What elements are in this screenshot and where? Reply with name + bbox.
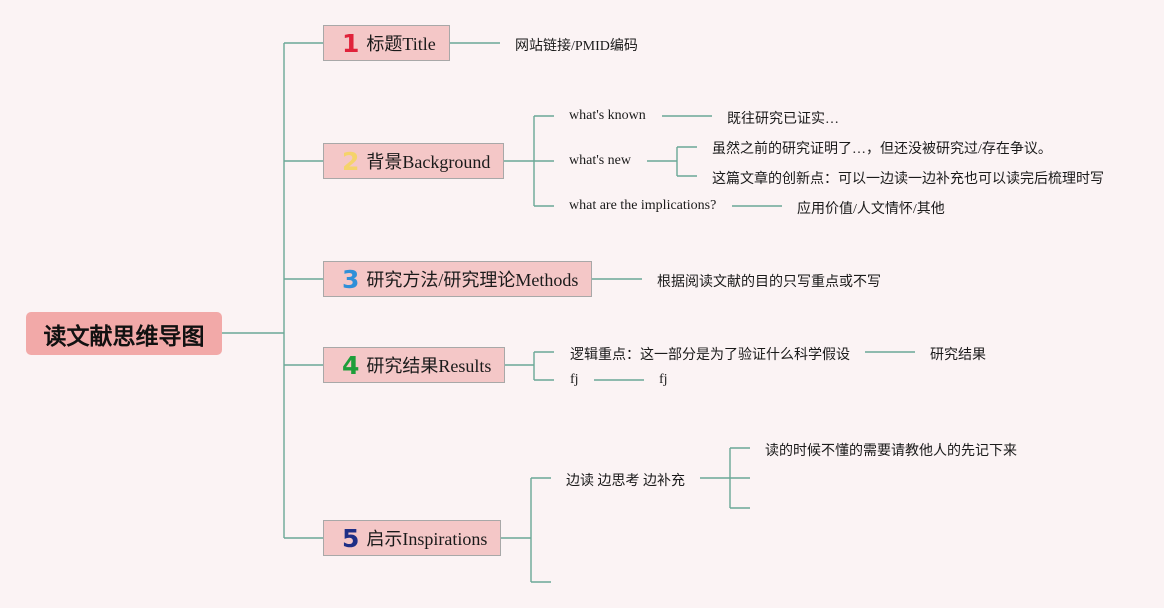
branch-inspirations-label: 启示Inspirations bbox=[366, 529, 488, 549]
leaf-whats-known[interactable]: what's known bbox=[569, 108, 646, 123]
branch-background-label: 背景Background bbox=[366, 152, 491, 172]
leaf-new-detail-2[interactable]: 这篇文章的创新点：可以一边读一边补充也可以读完后梳理时写 bbox=[712, 172, 1104, 187]
branch-background[interactable]: 2 背景Background bbox=[323, 143, 504, 179]
leaf-methods-detail[interactable]: 根据阅读文献的目的只写重点或不写 bbox=[657, 275, 881, 290]
leaf-fj-2[interactable]: fj bbox=[659, 372, 668, 387]
branch-inspirations[interactable]: 5 启示Inspirations bbox=[323, 520, 501, 556]
branch-methods-label: 研究方法/研究理论Methods bbox=[366, 270, 579, 290]
leaf-whats-new[interactable]: what's new bbox=[569, 153, 632, 168]
leaf-implications-detail[interactable]: 应用价值/人文情怀/其他 bbox=[797, 202, 945, 217]
leaf-fj-1[interactable]: fj bbox=[570, 372, 579, 387]
number-5-badge: 5 bbox=[342, 523, 360, 553]
leaf-new-detail-1[interactable]: 虽然之前的研究证明了…，但还没被研究过/存在争议。 bbox=[712, 142, 1052, 157]
number-4-badge: 4 bbox=[342, 350, 360, 380]
branch-results[interactable]: 4 研究结果Results bbox=[323, 347, 505, 383]
leaf-read-think-add[interactable]: 边读 边思考 边补充 bbox=[566, 474, 685, 489]
leaf-logic-focus[interactable]: 逻辑重点：这一部分是为了验证什么科学假设 bbox=[570, 348, 850, 363]
branch-title-label: 标题Title bbox=[366, 34, 436, 54]
number-2-badge: 2 bbox=[342, 146, 360, 176]
leaf-implications[interactable]: what are the implications? bbox=[569, 198, 717, 213]
root-topic-label: 读文献思维导图 bbox=[43, 323, 205, 350]
branch-methods[interactable]: 3 研究方法/研究理论Methods bbox=[323, 261, 592, 297]
leaf-note-unknowns[interactable]: 读的时候不懂的需要请教他人的先记下来 bbox=[765, 444, 1017, 459]
leaf-known-detail[interactable]: 既往研究已证实… bbox=[727, 112, 839, 127]
number-1-badge: 1 bbox=[342, 28, 360, 58]
number-3-badge: 3 bbox=[342, 264, 360, 294]
root-topic[interactable]: 读文献思维导图 bbox=[26, 312, 222, 355]
branch-title[interactable]: 1 标题Title bbox=[323, 25, 450, 61]
leaf-research-results[interactable]: 研究结果 bbox=[930, 348, 986, 363]
leaf-pmid[interactable]: 网站链接/PMID编码 bbox=[515, 39, 638, 54]
branch-results-label: 研究结果Results bbox=[366, 356, 492, 376]
